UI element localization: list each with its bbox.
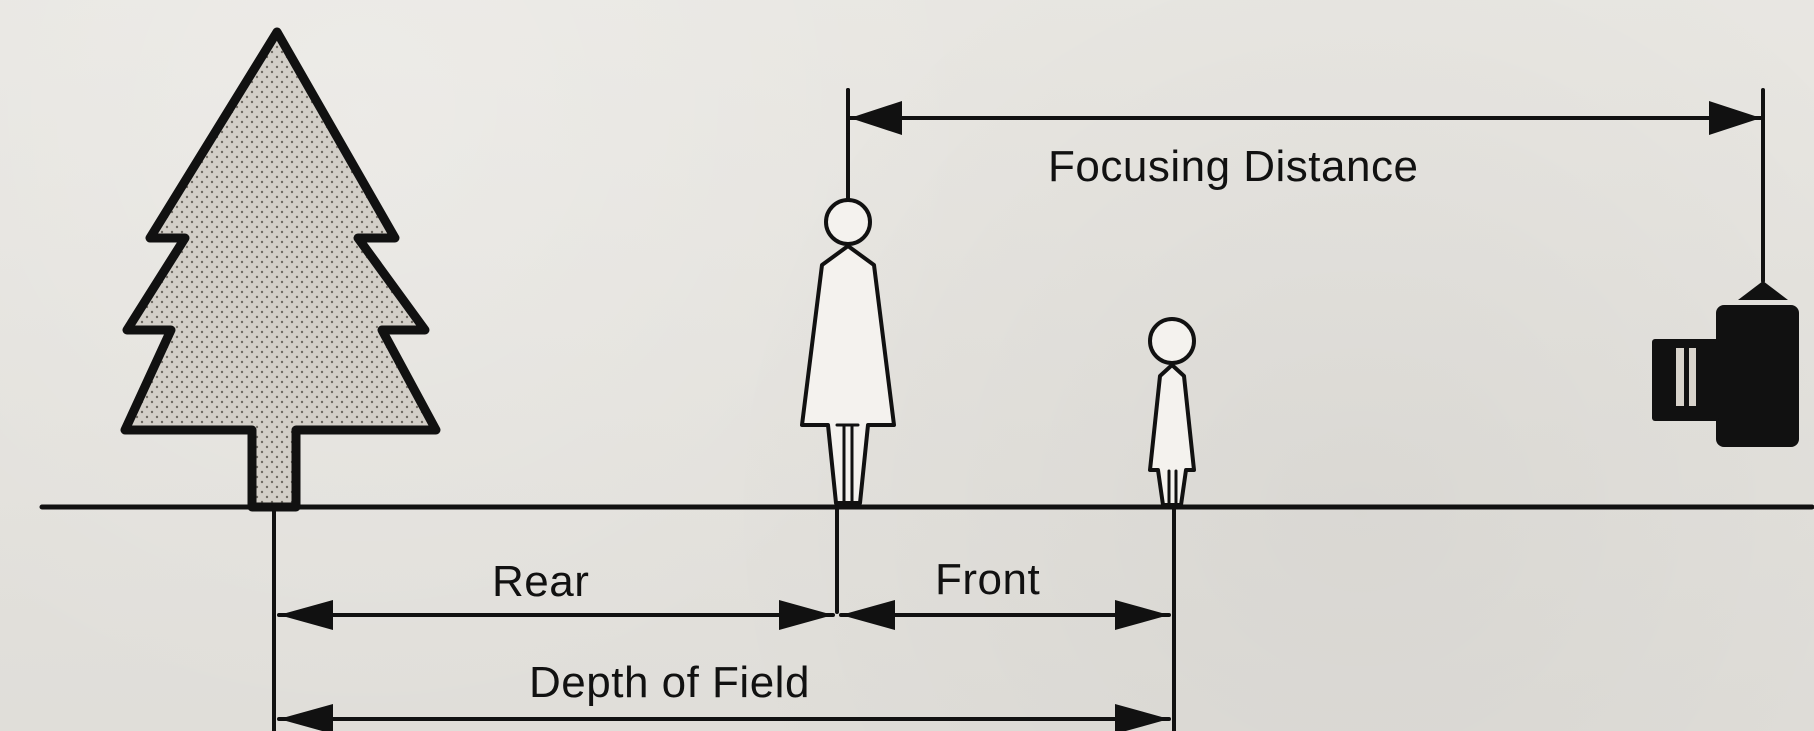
rear-right-arrowhead [779,600,833,630]
camera-icon [1652,88,1799,447]
tree-icon [120,27,441,512]
focusing-distance-label: Focusing Distance [1048,142,1418,191]
adult-figure-icon [800,88,896,505]
focusing-distance-dimension: Focusing Distance [846,88,1763,191]
front-label: Front [935,555,1040,604]
child-figure-icon [1148,317,1196,507]
rear-dimension: Rear [277,557,835,630]
front-left-arrowhead [841,600,895,630]
arrowhead-right [1709,101,1761,135]
arrowhead-left [850,101,902,135]
depth-right-arrowhead [1115,704,1169,731]
depth-of-field-label: Depth of Field [529,658,810,707]
front-right-arrowhead [1115,600,1169,630]
rear-label: Rear [492,557,589,606]
depth-left-arrowhead [279,704,333,731]
front-dimension: Front [839,555,1171,630]
rear-left-arrowhead [279,600,333,630]
depth-of-field-dimension: Depth of Field [277,658,1171,731]
